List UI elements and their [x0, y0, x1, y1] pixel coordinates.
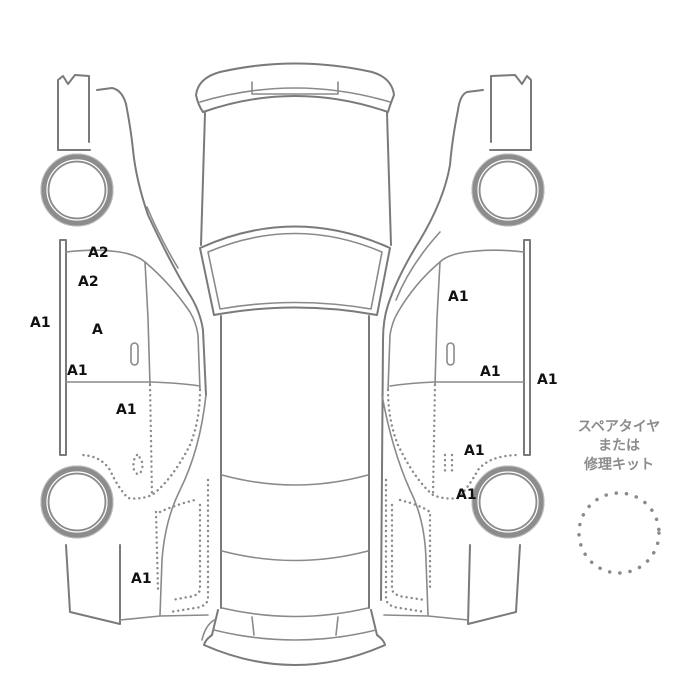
spare-tire-label: スペアタイヤ または 修理キット — [560, 418, 678, 475]
damage-mark[interactable]: A1 — [537, 372, 558, 388]
left-rear-bumper — [65, 544, 121, 625]
right-front-tire — [471, 153, 545, 227]
top-windshield — [199, 225, 391, 316]
left-side-view — [40, 74, 210, 625]
spare-tire-indicator — [577, 491, 661, 575]
top-rear-bumper — [203, 609, 386, 666]
top-front-bumper — [195, 62, 395, 113]
right-front-bumper — [490, 74, 532, 151]
spare-tire-label-line: スペアタイヤ — [577, 419, 661, 435]
top-hood — [200, 112, 392, 246]
left-rear-tire — [40, 465, 114, 539]
left-front-bumper — [57, 74, 90, 151]
spare-tire-label-line: 修理キット — [584, 457, 654, 473]
left-rocker-sill — [59, 239, 67, 456]
damage-mark[interactable]: A2 — [88, 245, 109, 261]
right-rocker-sill — [523, 239, 531, 456]
left-front-tire — [40, 153, 114, 227]
damage-mark[interactable]: A1 — [480, 364, 501, 380]
damage-mark[interactable]: A1 — [116, 402, 137, 418]
right-rear-tire — [471, 465, 545, 539]
right-side-view — [380, 74, 545, 625]
left-fender-line — [96, 87, 207, 396]
right-door-handle — [446, 342, 455, 366]
damage-mark[interactable]: A1 — [464, 443, 485, 459]
top-view — [195, 62, 395, 666]
top-body-sides — [220, 315, 370, 609]
damage-mark[interactable]: A1 — [456, 487, 477, 503]
damage-mark[interactable]: A1 — [67, 363, 88, 379]
damage-mark[interactable]: A1 — [448, 289, 469, 305]
right-rear-bumper — [467, 544, 521, 625]
right-fender-line — [380, 89, 484, 601]
damage-mark[interactable]: A1 — [30, 315, 51, 331]
damage-mark[interactable]: A1 — [131, 571, 152, 587]
left-front-door-rear-edge — [144, 261, 151, 386]
damage-mark[interactable]: A — [92, 322, 103, 338]
spare-tire-label-line: または — [598, 438, 640, 454]
damage-mark[interactable]: A2 — [78, 274, 99, 290]
left-door-handle — [130, 342, 139, 366]
